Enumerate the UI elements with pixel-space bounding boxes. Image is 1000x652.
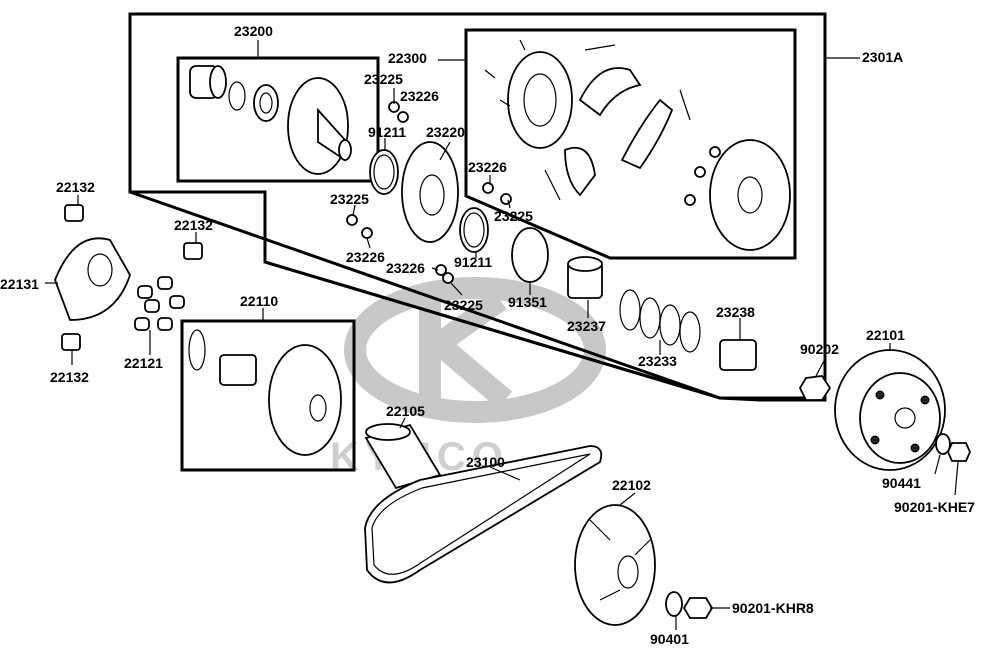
slider-22132-bottom [61,333,81,351]
label-23225-d: 23225 [444,297,483,313]
label-23100: 23100 [466,454,505,470]
label-22132-c: 22132 [50,369,89,385]
label-22132-b: 22132 [174,217,213,233]
washer-90401 [665,591,683,617]
label-23225-a: 23225 [364,71,403,87]
label-22105: 22105 [386,403,425,419]
box-22110 [180,319,356,472]
label-23225-b: 23225 [494,208,533,224]
label-23226-d: 23226 [386,260,425,276]
label-22110: 22110 [240,293,278,309]
label-90201-khr8: 90201-KHR8 [732,600,814,616]
washer-90441 [935,433,951,455]
label-23220: 23220 [426,124,465,140]
slider-22132-mid [183,242,203,260]
box-23200 [176,56,380,183]
label-91211-b: 91211 [454,254,492,270]
label-22300: 22300 [388,50,427,66]
drive-plate-22131 [54,237,131,321]
label-22121: 22121 [124,355,163,371]
kymco-watermark: KYMCO [330,277,606,479]
nut-90201-khr8 [682,597,714,619]
label-90202: 90202 [800,341,839,357]
movable-drive-frame [128,12,827,400]
label-23225-c: 23225 [330,191,369,207]
label-23200: 23200 [234,23,273,39]
box-22300 [464,28,797,260]
label-23233: 23233 [638,353,677,369]
label-23226-b: 23226 [468,159,507,175]
label-23237: 23237 [567,318,606,334]
rollers-22121 [134,276,185,331]
label-23226-a: 23226 [400,88,439,104]
label-91351: 91351 [508,294,547,310]
label-22132-a: 22132 [56,179,95,195]
pulley-22110 [188,329,342,456]
fan-pulley-22102 [574,504,656,626]
label-91211-a: 91211 [368,124,406,140]
nut-90201-khe7 [947,442,971,462]
clutch-bell-22101 [834,349,946,471]
label-90201-khe7: 90201-KHE7 [894,499,975,515]
label-22102: 22102 [612,477,651,493]
collar-22105 [364,423,442,490]
part-22300-clutch [484,39,791,251]
label-90401: 90401 [650,631,689,647]
label-90441: 90441 [882,475,921,491]
plate-23220 [401,141,459,243]
collar-23238 [719,339,757,371]
slider-22132-top [64,204,84,222]
label-22131: 22131 [0,276,39,292]
label-23226-c: 23226 [346,249,385,265]
leader-lines [45,40,959,630]
belt-23100 [364,445,603,584]
spring-23233 [619,289,701,353]
nut-90202 [798,375,832,401]
oring-91351 [511,227,549,283]
label-22101: 22101 [866,327,905,343]
part-23200-assembly [189,65,352,175]
label-2301A: 2301A [862,49,903,65]
label-23238: 23238 [716,304,755,320]
